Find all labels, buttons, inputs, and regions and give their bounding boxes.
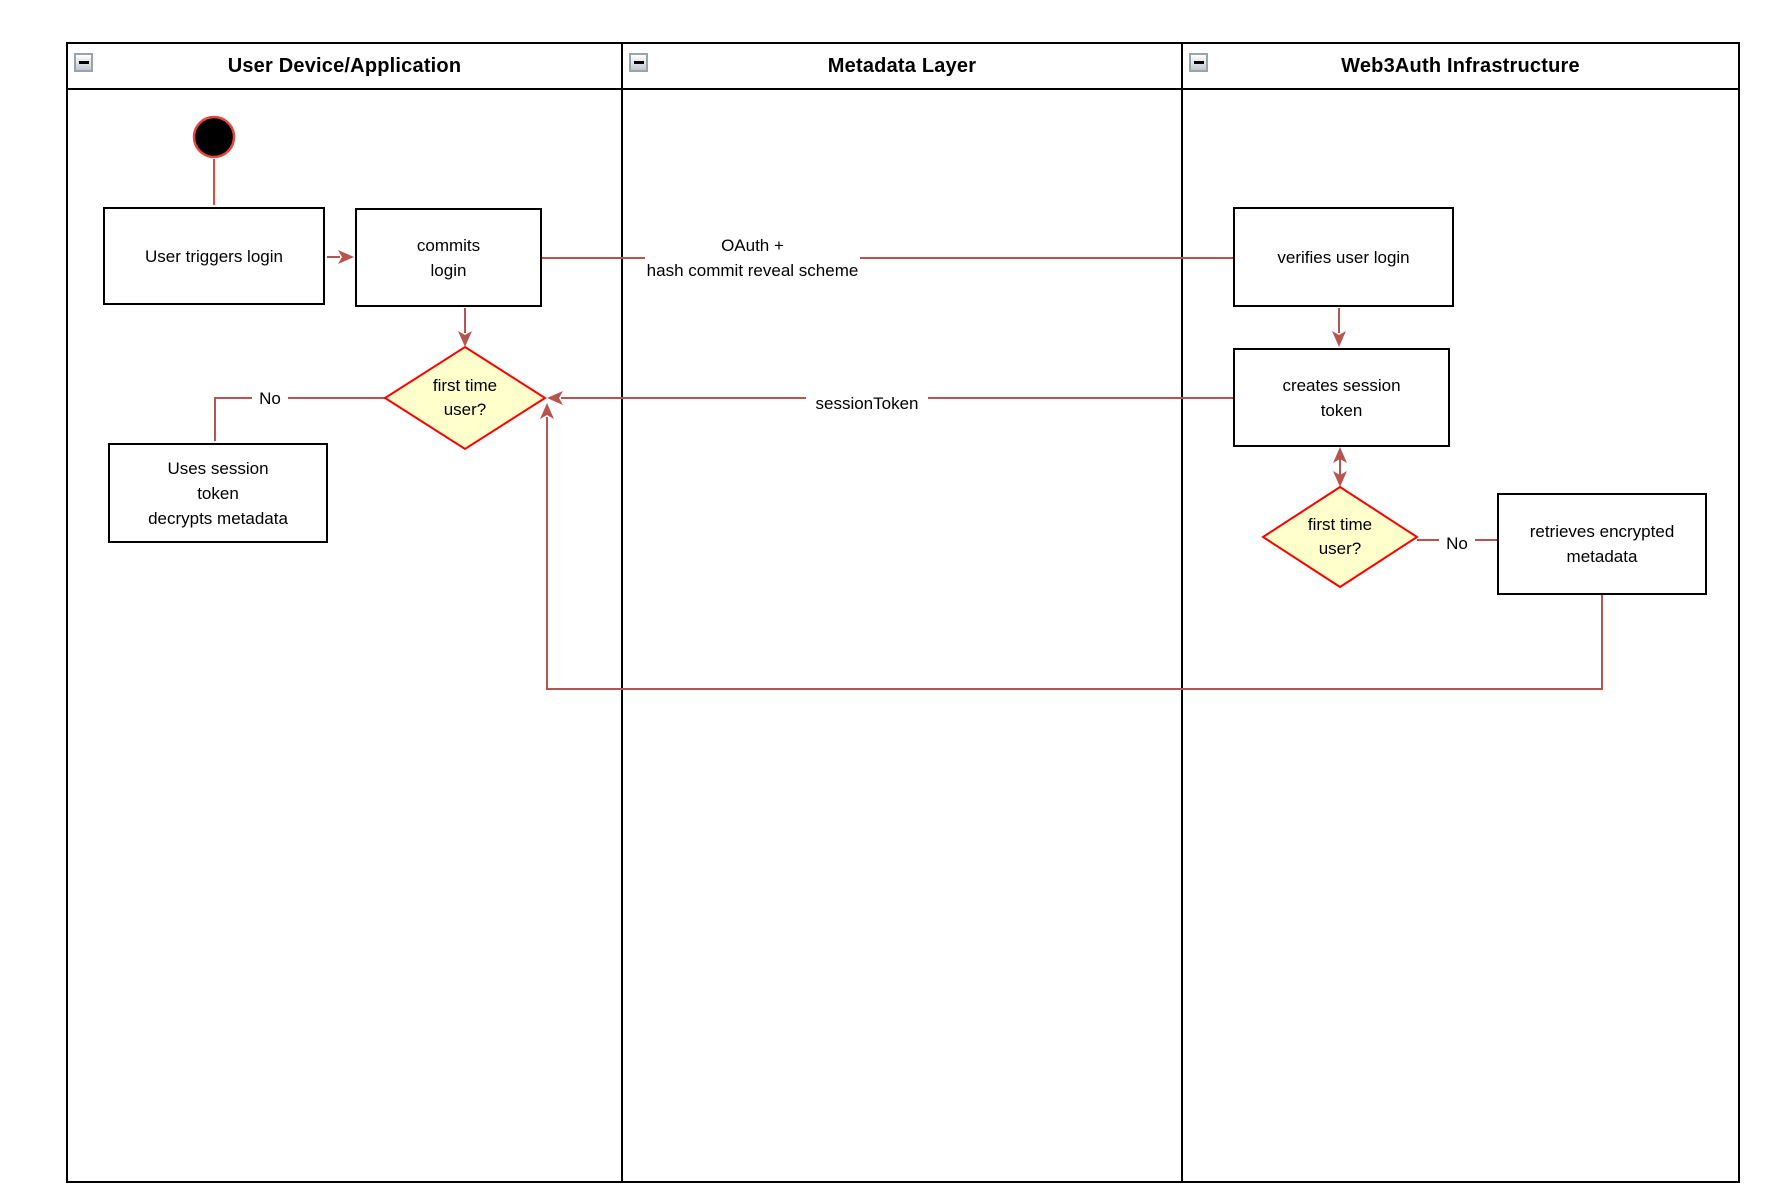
edge-label-no-2: No <box>1439 530 1475 556</box>
edge-label-oauth: OAuth + hash commit reveal scheme <box>645 232 860 284</box>
lane-header-separator <box>66 88 1740 90</box>
node-commits-login[interactable]: commits login <box>355 208 542 307</box>
collapse-icon[interactable] <box>1189 53 1208 72</box>
lane-header-metadata-layer: Metadata Layer <box>623 44 1181 88</box>
lane-title: Web3Auth Infrastructure <box>1341 54 1580 77</box>
decision-first-time-user-2[interactable] <box>1261 485 1419 589</box>
arrowhead-down-icon <box>1332 331 1346 347</box>
lane-divider-1 <box>621 42 623 1183</box>
edge-label-no-1: No <box>252 385 288 411</box>
edge-label-session-token: sessionToken <box>806 389 928 417</box>
lane-title: User Device/Application <box>227 54 462 77</box>
arrowhead-right-icon <box>338 250 354 264</box>
node-user-triggers-login[interactable]: User triggers login <box>103 207 325 305</box>
arrowhead-up-icon <box>540 403 554 419</box>
minus-glyph <box>1193 61 1204 64</box>
minus-glyph <box>633 61 644 64</box>
minus-glyph <box>78 61 89 64</box>
collapse-icon[interactable] <box>74 53 93 72</box>
lane-header-web3auth: Web3Auth Infrastructure <box>1183 44 1738 88</box>
lane-header-user-device: User Device/Application <box>68 44 621 88</box>
edge-decision1-no <box>214 397 385 441</box>
arrowhead-up-icon <box>1333 447 1347 463</box>
start-node[interactable] <box>192 115 236 159</box>
lane-title: Metadata Layer <box>827 54 977 77</box>
lane-divider-2 <box>1181 42 1183 1183</box>
arrowhead-down-icon <box>458 331 472 347</box>
arrowhead-down-icon <box>1333 471 1347 487</box>
node-creates-session-token[interactable]: creates session token <box>1233 348 1450 447</box>
node-uses-session-token[interactable]: Uses session token decrypts metadata <box>108 443 328 543</box>
node-retrieves-encrypted-metadata[interactable]: retrieves encrypted metadata <box>1497 493 1707 595</box>
decision-first-time-user-1[interactable] <box>383 345 547 451</box>
edge-retrieves-return <box>546 417 1603 690</box>
swimlane-frame <box>66 42 1740 1183</box>
arrowhead-left-icon <box>547 391 563 405</box>
collapse-icon[interactable] <box>629 53 648 72</box>
node-verifies-user-login[interactable]: verifies user login <box>1233 207 1454 307</box>
